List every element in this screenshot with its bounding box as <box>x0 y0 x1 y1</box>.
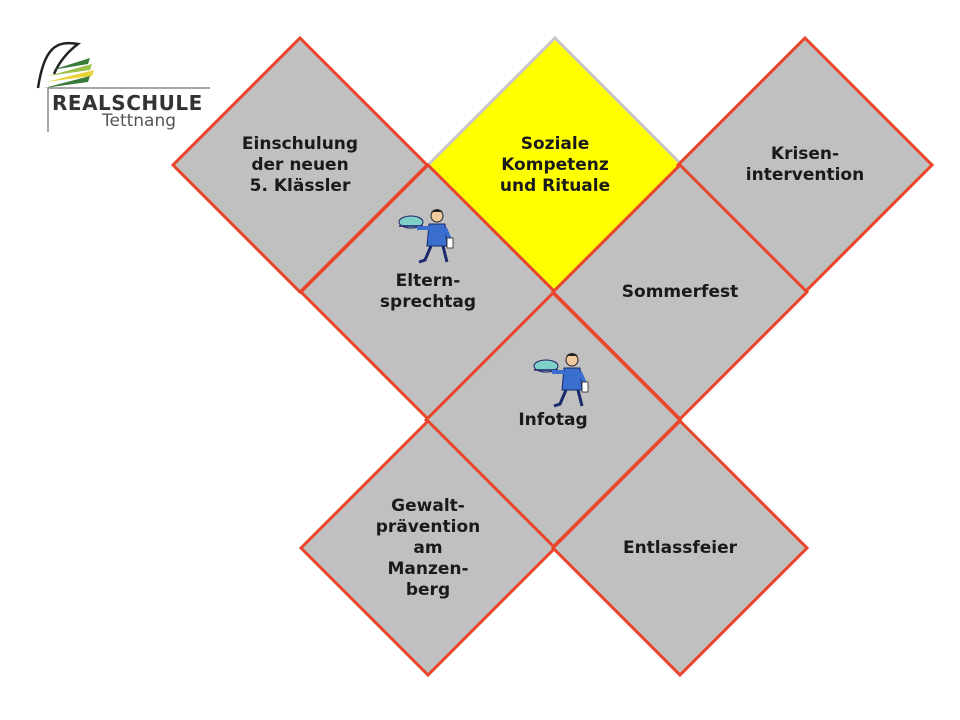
tile-label-entlassfeier: Entlassfeier <box>622 537 738 558</box>
tile-entlassfeier <box>550 418 810 678</box>
logo-subtitle: Tettnang <box>102 111 177 131</box>
tile-label-soziale: Soziale Kompetenz und Rituale <box>499 133 611 196</box>
tile-label-gewalt: Gewalt- prävention am Manzen- berg <box>375 495 481 600</box>
waiter-icon <box>398 209 454 264</box>
tile-label-einschulung: Einschulung der neuen 5. Klässler <box>241 133 359 196</box>
tile-label-sommerfest: Sommerfest <box>621 281 739 302</box>
tile-gewalt <box>298 418 558 678</box>
logo-mark-icon <box>36 41 210 132</box>
tile-label-infotag: Infotag <box>518 409 588 430</box>
logo-title: REALSCHULE <box>52 91 203 115</box>
school-logo <box>30 30 220 140</box>
waiter-icon <box>533 353 589 408</box>
tile-label-eltern: Eltern- sprechtag <box>379 271 477 312</box>
tile-label-krisen: Krisen- intervention <box>745 144 865 185</box>
